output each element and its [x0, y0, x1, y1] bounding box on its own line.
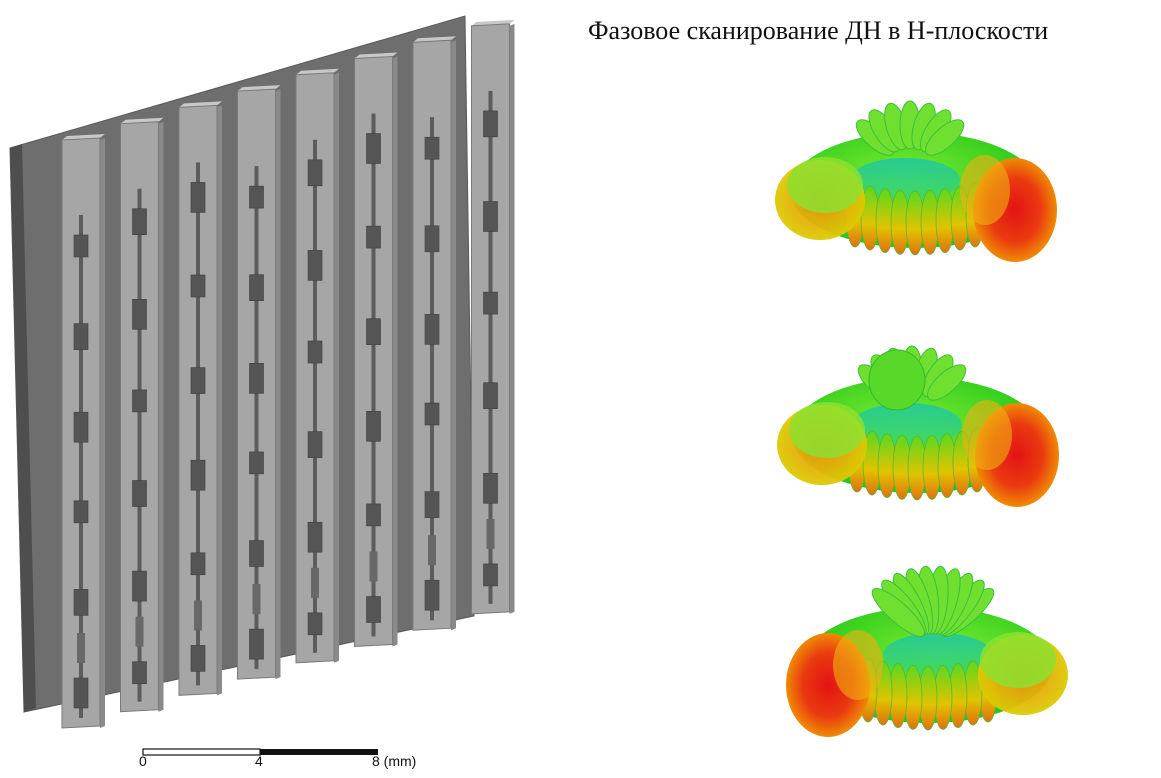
side-lobe-upper: [871, 588, 925, 637]
scale-tick-4: 4: [255, 753, 263, 769]
side-lobe-upper: [927, 364, 967, 401]
array-element-6: [354, 52, 398, 648]
scale-tick-0: 0: [139, 753, 147, 769]
side-lobe-upper: [925, 119, 965, 156]
array-element-3: [178, 101, 222, 696]
scale-bar: [142, 748, 378, 756]
array-element-1: [61, 134, 105, 729]
pattern-null-region: [852, 403, 962, 447]
ground-plane-edge: [10, 144, 36, 712]
radiation-pattern-scan-3: [786, 565, 1068, 737]
side-lobe-top: [868, 349, 926, 411]
array-element-7: [412, 36, 456, 631]
radiation-pattern-scan-1: [775, 100, 1057, 262]
pattern-null-region: [883, 633, 993, 677]
antenna-array-model: [9, 15, 515, 729]
pattern-null-region: [850, 158, 960, 202]
array-element-8: [471, 19, 515, 615]
array-element-2: [120, 117, 164, 713]
figure-title: Фазовое сканирование ДН в Н-плоскости: [588, 16, 1049, 45]
radiation-pattern-scan-2: [777, 345, 1059, 507]
array-element-5: [295, 68, 339, 664]
scale-end-label: 8 (mm): [372, 753, 417, 769]
array-element-4: [237, 85, 281, 680]
